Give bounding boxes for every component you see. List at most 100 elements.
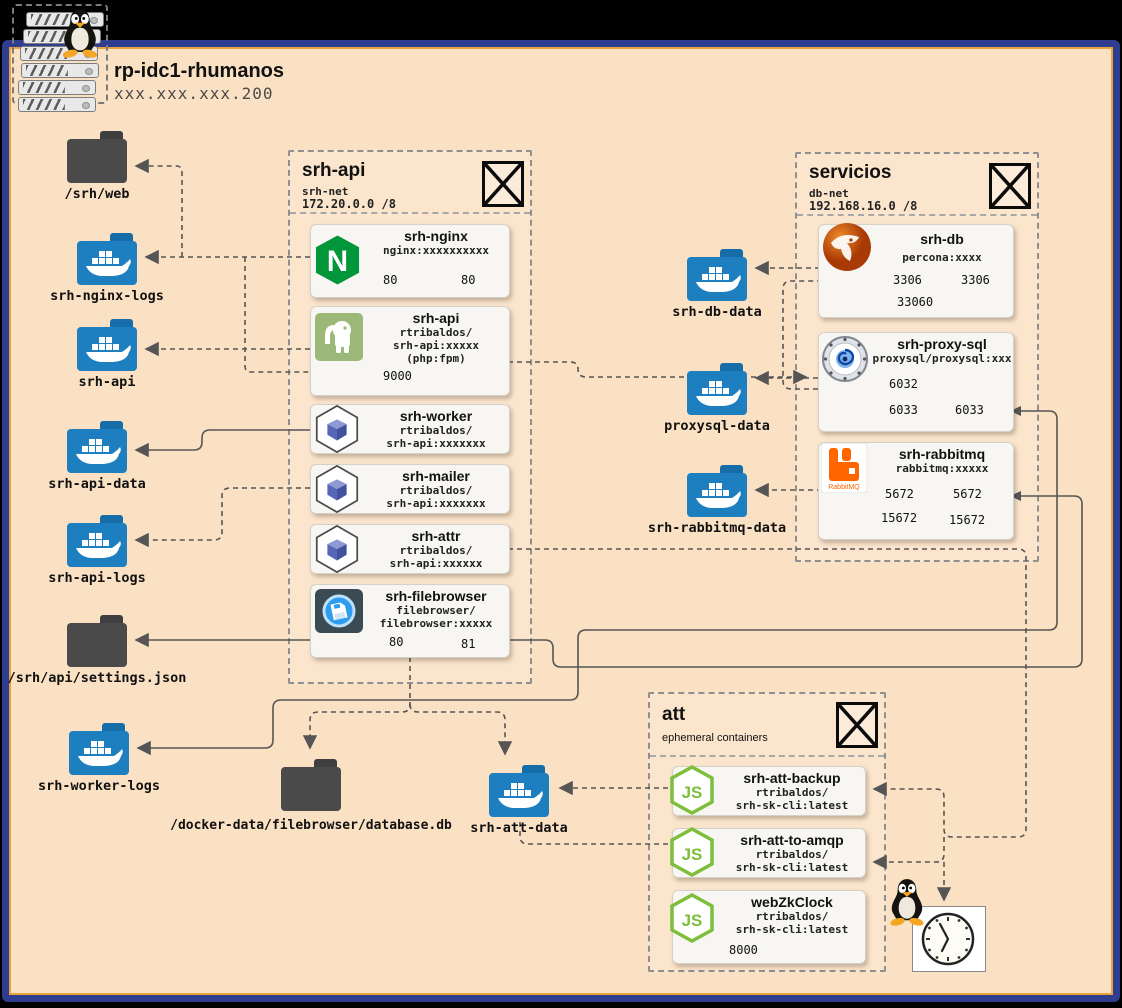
container-image: srh-sk-cli:latest <box>735 923 849 936</box>
folder-icon <box>281 759 341 811</box>
docker-folder-icon <box>489 765 549 817</box>
container-image: percona:xxxx <box>902 251 982 264</box>
network-subnet: 192.168.16.0 /8 <box>809 199 918 213</box>
container-card-srh-filebrowser[interactable]: srh-filebrowser filebrowser/ filebrowser… <box>310 584 510 658</box>
container-card-webzkclock[interactable]: JS webZkClock rtribaldos/ srh-sk-cli:lat… <box>670 890 866 964</box>
volume-srh-api-data[interactable] <box>66 418 128 474</box>
container-image: nginx:xxxxxxxxxx <box>383 244 489 257</box>
volume-srh-att-data[interactable] <box>488 762 550 818</box>
network-title: servicios <box>809 162 892 183</box>
container-image: rtribaldos/ <box>755 848 829 861</box>
host-ip: xxx.xxx.xxx.200 <box>114 84 274 103</box>
network-name: db-net <box>809 187 849 200</box>
volume-settings-json[interactable] <box>66 612 128 668</box>
container-title: srh-nginx <box>404 228 468 244</box>
container-card-srh-worker[interactable]: srh-worker rtribaldos/ srh-api:xxxxxxx <box>310 404 510 454</box>
filebrowser-icon <box>315 589 363 633</box>
container-card-srh-attr[interactable]: srh-attr rtribaldos/ srh-api:xxxxxx <box>310 524 510 574</box>
network-icon <box>836 702 878 748</box>
network-title: srh-api <box>302 160 366 181</box>
svg-text:JS: JS <box>682 845 703 864</box>
network-subtitle: ephemeral containers <box>662 732 768 744</box>
volume-label: proxysql-data <box>664 418 770 434</box>
container-image: srh-api:xxxxxx <box>389 557 483 570</box>
host-name: rp-idc1-rhumanos <box>114 60 285 82</box>
docker-folder-icon <box>77 233 137 285</box>
volume-label: srh-worker-logs <box>38 778 160 794</box>
container-card-srh-mailer[interactable]: srh-mailer rtribaldos/ srh-api:xxxxxxx <box>310 464 510 514</box>
volume-srh-api-logs[interactable] <box>66 512 128 568</box>
container-port: 5672 <box>885 487 914 501</box>
volume-label: /srh/web <box>64 186 130 202</box>
container-image: rtribaldos/ <box>399 544 473 557</box>
folder-icon <box>67 131 127 183</box>
cube-icon <box>311 463 363 515</box>
container-card-srh-att-backup[interactable]: JS srh-att-backup rtribaldos/ srh-sk-cli… <box>669 765 866 816</box>
clock-icon <box>921 912 975 966</box>
volume-label: srh-api <box>78 374 136 390</box>
container-title: srh-attr <box>411 528 461 544</box>
container-port: 3306 <box>893 273 922 287</box>
container-port: 8000 <box>729 943 758 957</box>
container-port: 15672 <box>881 511 918 525</box>
rabbitmq-icon: RabbitMQ <box>821 443 867 493</box>
volume-srh-nginx-logs[interactable] <box>76 230 138 286</box>
container-title: srh-filebrowser <box>385 588 487 604</box>
volume-srh-worker-logs[interactable] <box>68 720 130 776</box>
host-port: 6033 <box>955 403 984 417</box>
volume-proxysql-data[interactable] <box>686 360 748 416</box>
container-card-srh-proxy-sql[interactable]: srh-proxy-sql proxysql/proxysql:xxx 6032… <box>818 332 1014 432</box>
container-title: srh-proxy-sql <box>897 336 987 352</box>
volume-srh-rabbitmq-data[interactable] <box>686 462 748 518</box>
volume-label: srh-db-data <box>672 304 762 320</box>
network-icon <box>482 161 524 207</box>
container-card-srh-nginx[interactable]: N srh-nginx nginx:xxxxxxxxxx 80 80 <box>310 224 510 298</box>
container-image: (php:fpm) <box>406 352 466 365</box>
host-port: 3306 <box>961 273 990 287</box>
divider <box>290 212 530 214</box>
docker-folder-icon <box>687 465 747 517</box>
container-title: srh-rabbitmq <box>898 446 986 462</box>
folder-icon <box>67 615 127 667</box>
container-image: filebrowser:xxxxx <box>379 617 493 630</box>
container-port: 9000 <box>383 369 412 383</box>
docker-folder-icon <box>67 515 127 567</box>
container-image: srh-api:xxxxxxx <box>386 497 486 510</box>
clock-widget[interactable] <box>912 906 986 972</box>
container-title: srh-worker <box>399 408 473 424</box>
container-image: proxysql/proxysql:xxx <box>872 352 1012 365</box>
docker-folder-icon <box>687 249 747 301</box>
container-image: rtribaldos/ <box>399 424 473 437</box>
container-title: srh-att-backup <box>743 770 841 786</box>
container-image: rtribaldos/ <box>755 786 829 799</box>
nginx-icon: N <box>314 234 361 286</box>
container-image: filebrowser/ <box>396 604 476 617</box>
volume-srh-api[interactable] <box>76 316 138 372</box>
network-title: att <box>662 704 686 725</box>
network-name: srh-net <box>302 185 349 198</box>
container-port: 80 <box>389 635 404 649</box>
docker-folder-icon <box>77 319 137 371</box>
container-card-srh-att-to-amqp[interactable]: JS srh-att-to-amqp rtribaldos/ srh-sk-cl… <box>670 827 866 878</box>
container-card-srh-api[interactable]: srh-api rtribaldos/ srh-api:xxxxx (php:f… <box>310 306 510 396</box>
rabbitmq-logo-text: RabbitMQ <box>828 484 860 491</box>
proxysql-icon <box>821 335 869 383</box>
volume-srh-web[interactable] <box>66 128 128 184</box>
percona-icon <box>821 221 873 273</box>
network-icon <box>989 163 1031 209</box>
container-card-srh-db[interactable]: srh-db percona:xxxx 3306 3306 33060 <box>818 221 1014 318</box>
volume-label: srh-api-logs <box>48 570 146 586</box>
divider <box>650 755 884 757</box>
nodejs-icon: JS <box>669 765 715 815</box>
container-image: rtribaldos/ <box>755 910 829 923</box>
linux-tux-icon <box>886 876 928 926</box>
volume-label: srh-rabbitmq-data <box>647 520 787 536</box>
cube-icon <box>311 523 363 575</box>
network-subnet: 172.20.0.0 /8 <box>302 197 396 211</box>
volume-database-db[interactable] <box>280 756 342 812</box>
container-image: rtribaldos/ <box>399 326 473 339</box>
volume-srh-db-data[interactable] <box>686 246 748 302</box>
container-card-srh-rabbitmq[interactable]: RabbitMQ srh-rabbitmq rabbitmq:xxxxx 567… <box>818 442 1014 540</box>
volume-label: /docker-data/filebrowser/database.db <box>170 818 452 833</box>
